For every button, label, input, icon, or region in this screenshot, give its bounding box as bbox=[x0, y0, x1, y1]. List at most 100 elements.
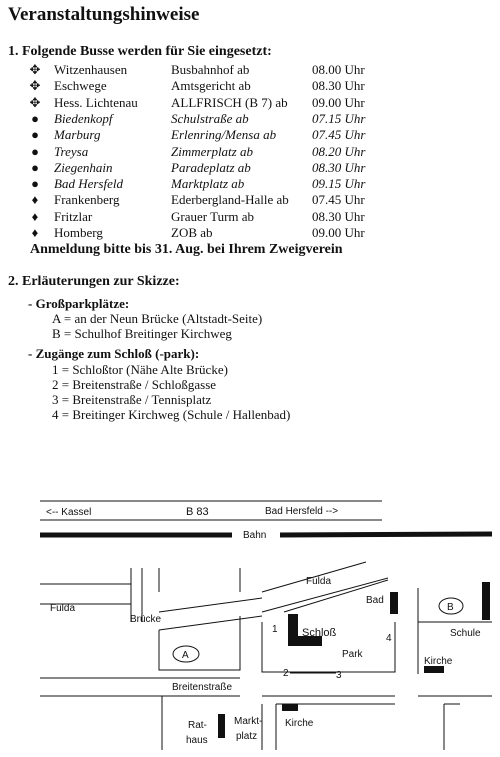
label-kirche-right: Kirche bbox=[424, 656, 453, 667]
bus-marker-icon: ✥ bbox=[29, 94, 41, 110]
bus-city: Witzenhausen bbox=[54, 62, 128, 77]
bus-city: Hess. Lichtenau bbox=[54, 94, 138, 110]
bad-building bbox=[390, 592, 398, 614]
bus-row: ● Marburg Erlenring/Mensa ab 07.45 Uhr bbox=[0, 127, 500, 145]
bus-city: Ziegenhain bbox=[54, 159, 113, 175]
bus-row: ♦ Homberg ZOB ab 09.00 Uhr bbox=[0, 225, 500, 243]
bus-row: ● Treysa Zimmerplatz ab 08.20 Uhr bbox=[0, 144, 500, 162]
parking-b-marker bbox=[438, 597, 464, 615]
label-parking-b: B bbox=[447, 602, 454, 613]
bus-marker-icon: ● bbox=[31, 143, 39, 159]
parking-b-line: B = Schulhof Breitinger Kirchweg bbox=[52, 326, 232, 341]
access-line-3: 3 = Breitenstraße / Tennisplatz bbox=[52, 392, 212, 407]
bus-time: 08.20 Uhr bbox=[312, 143, 366, 159]
registration-note: Anmeldung bitte bis 31. Aug. bei Ihrem Z… bbox=[30, 242, 343, 257]
schloss-park-outline bbox=[261, 622, 396, 673]
label-access-4: 4 bbox=[386, 633, 392, 644]
parking-a-line: A = an der Neun Brücke (Altstadt-Seite) bbox=[52, 311, 263, 326]
bus-row: ● Biedenkopf Schulstraße ab 07.15 Uhr bbox=[0, 111, 500, 129]
bus-city: Eschwege bbox=[54, 78, 107, 94]
bus-stop: Ederbergland-Halle ab bbox=[171, 192, 289, 208]
bus-time: 08.30 Uhr bbox=[312, 208, 365, 224]
site-sketch-map: <-- Kassel B 83 Bad Hersfeld --> Bahn Fu… bbox=[40, 500, 493, 750]
bus-stop: Busbahnhof ab bbox=[171, 62, 250, 77]
bus-time: 07.45 Uhr bbox=[312, 192, 365, 208]
parking-a-marker bbox=[172, 645, 200, 663]
bus-row: ✥ Hess. Lichtenau ALLFRISCH (B 7) ab 09.00 … bbox=[0, 95, 500, 113]
bus-time: 08.30 Uhr bbox=[312, 78, 365, 94]
bus-city: Biedenkopf bbox=[54, 110, 113, 126]
bus-stop: Erlenring/Mensa ab bbox=[171, 127, 277, 143]
access-line-1: 1 = Schloßtor (Nähe Alte Brücke) bbox=[52, 362, 228, 377]
bus-marker-icon: ✥ bbox=[29, 78, 41, 94]
page-title: Veranstaltungshinweise bbox=[8, 4, 200, 25]
label-rathaus-1: Rat- bbox=[188, 720, 207, 731]
bus-time: 07.15 Uhr bbox=[312, 110, 366, 126]
label-marktplatz-1: Markt- bbox=[234, 716, 262, 727]
river-bank bbox=[158, 615, 263, 631]
label-park: Park bbox=[342, 649, 364, 660]
bus-time: 09.00 Uhr bbox=[312, 94, 365, 110]
bus-city: Fritzlar bbox=[54, 208, 93, 224]
bus-time: 08.00 Uhr bbox=[312, 62, 365, 77]
bus-marker-icon: ✥ bbox=[29, 62, 41, 77]
label-marktplatz-2: platz bbox=[236, 731, 257, 742]
bus-stop: Marktplatz ab bbox=[171, 176, 245, 192]
label-access-3: 3 bbox=[336, 670, 342, 681]
bus-city: Marburg bbox=[54, 127, 101, 143]
bus-stop: Schulstraße ab bbox=[171, 110, 249, 126]
bus-row: ✥ Eschwege Amtsgericht ab 08.30 Uhr bbox=[0, 78, 500, 96]
access-heading: - Zugänge zum Schloß (-park): bbox=[28, 346, 200, 361]
bus-stop: Grauer Turm ab bbox=[171, 208, 255, 224]
bus-stop: Zimmerplatz ab bbox=[171, 143, 253, 159]
label-schule: Schule bbox=[450, 628, 481, 639]
bus-city: Treysa bbox=[54, 143, 89, 159]
bus-stop: ALLFRISCH (B 7) ab bbox=[171, 94, 288, 110]
river-bank bbox=[261, 561, 367, 593]
river-bank bbox=[261, 577, 389, 613]
bus-time: 09.00 Uhr bbox=[312, 225, 365, 240]
label-rathaus-2: haus bbox=[186, 735, 208, 746]
bus-city: Homberg bbox=[54, 225, 103, 240]
parking-a-area bbox=[158, 616, 241, 671]
bus-marker-icon: ♦ bbox=[31, 225, 39, 240]
label-access-1: 1 bbox=[272, 624, 278, 635]
label-fulda-left: Fulda bbox=[50, 603, 75, 614]
bus-stop: ZOB ab bbox=[171, 225, 213, 240]
bus-marker-icon: ● bbox=[31, 159, 39, 175]
railway-line-right bbox=[279, 531, 493, 538]
bus-time: 08.30 Uhr bbox=[312, 159, 366, 175]
parking-heading: - Großparkplätze: bbox=[28, 296, 130, 311]
access-line-2: 2 = Breitenstraße / Schloßgasse bbox=[52, 377, 217, 392]
label-bruecke: Brücke bbox=[130, 614, 162, 625]
bus-marker-icon: ● bbox=[31, 127, 39, 143]
bus-row: ♦ Fritzlar Grauer Turm ab 08.30 Uhr bbox=[0, 209, 500, 227]
kirche-building-bottom bbox=[282, 704, 298, 711]
bus-marker-icon: ♦ bbox=[31, 208, 39, 224]
label-bad-hersfeld: Bad Hersfeld --> bbox=[265, 506, 338, 517]
bus-time: 09.15 Uhr bbox=[312, 176, 366, 192]
label-kirche-bottom: Kirche bbox=[285, 718, 314, 729]
bus-row: ✥ Witzenhausen Busbahnhof ab 08.00 Uhr bbox=[0, 62, 500, 80]
label-access-2: 2 bbox=[283, 668, 289, 679]
bus-time: 07.45 Uhr bbox=[312, 127, 366, 143]
river-bank bbox=[158, 597, 263, 613]
bus-city: Frankenberg bbox=[54, 192, 120, 208]
label-fulda-right: Fulda bbox=[306, 576, 331, 587]
schule-building bbox=[482, 582, 490, 620]
river-bank bbox=[283, 579, 389, 613]
bus-stop: Amtsgericht ab bbox=[171, 78, 251, 94]
label-kassel: <-- Kassel bbox=[46, 507, 91, 518]
access-line-4: 4 = Breitinger Kirchweg (Schule / Hallen… bbox=[52, 407, 291, 422]
schloss-building-wing bbox=[288, 636, 322, 646]
kirche-building-right bbox=[424, 666, 444, 673]
section-1-heading: 1. Folgende Busse werden für Sie eingese… bbox=[8, 44, 272, 59]
label-bahn: Bahn bbox=[243, 530, 266, 541]
bus-marker-icon: ● bbox=[31, 110, 39, 126]
label-schloss: Schloß bbox=[302, 627, 337, 639]
label-b83: B 83 bbox=[186, 506, 209, 518]
label-parking-a: A bbox=[182, 650, 189, 661]
